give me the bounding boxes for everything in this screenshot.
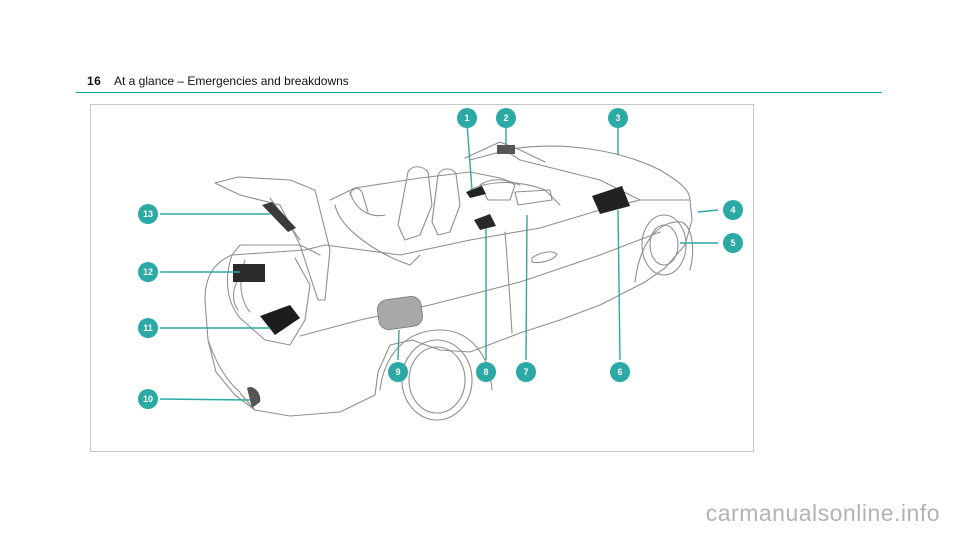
callout-label: 12	[143, 267, 153, 277]
callout-label: 13	[143, 209, 153, 219]
callout-4: 4	[723, 200, 743, 220]
trunk-lid-kit	[262, 202, 296, 232]
section-title: At a glance – Emergencies and breakdowns	[114, 74, 349, 88]
header-rule	[76, 92, 882, 93]
callout-12: 12	[138, 262, 158, 282]
tow-eye	[247, 386, 261, 408]
callout-11: 11	[138, 318, 158, 338]
callout-markers: 1 2 3 4 5 6 7 8 9 10 11 12 13	[138, 108, 743, 409]
callout-10: 10	[138, 389, 158, 409]
callout-13: 13	[138, 204, 158, 224]
trunk-panel	[233, 264, 265, 282]
callout-5: 5	[723, 233, 743, 253]
fuse-box	[592, 186, 630, 214]
callout-label: 1	[464, 113, 469, 123]
callout-label: 9	[395, 367, 400, 377]
callout-label: 10	[143, 394, 153, 404]
callout-label: 7	[523, 367, 528, 377]
callout-label: 3	[615, 113, 620, 123]
callout-label: 5	[730, 238, 735, 248]
fuel-filler-flap	[377, 295, 423, 331]
shaded-parts	[233, 145, 630, 408]
callout-3: 3	[608, 108, 628, 128]
callout-label: 11	[143, 323, 153, 333]
callout-leaders	[159, 123, 719, 401]
callout-label: 8	[483, 367, 488, 377]
trunk-compartment	[260, 305, 300, 335]
callout-label: 4	[730, 205, 735, 215]
figure-frame	[90, 104, 754, 452]
callout-1: 1	[457, 108, 477, 128]
page-header: 16 At a glance – Emergencies and breakdo…	[76, 74, 882, 92]
callout-9: 9	[388, 362, 408, 382]
callout-6: 6	[610, 362, 630, 382]
callout-label: 2	[503, 113, 508, 123]
car-outline	[204, 141, 694, 421]
emergency-switch	[474, 214, 496, 230]
callout-label: 6	[617, 367, 622, 377]
watermark: carmanualsonline.info	[705, 500, 940, 526]
page-number: 16	[87, 74, 102, 88]
callout-8: 8	[476, 362, 496, 382]
steering-column-part	[466, 186, 486, 198]
overhead-panel	[497, 145, 515, 154]
callout-2: 2	[496, 108, 516, 128]
callout-7: 7	[516, 362, 536, 382]
